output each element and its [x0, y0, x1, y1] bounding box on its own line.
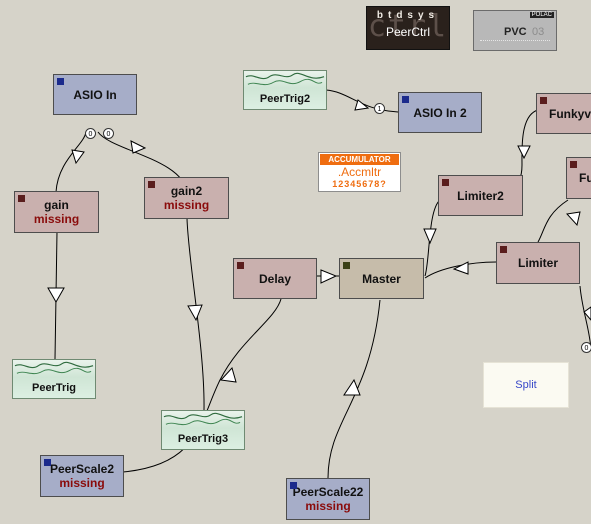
arrowhead-limiter-master	[452, 261, 469, 275]
node-limiter[interactable]: Limiter	[496, 242, 580, 284]
missing-status: missing	[305, 499, 351, 513]
peertrig-label: PeerTrig2	[259, 93, 311, 105]
arrowhead-fu	[566, 211, 581, 227]
node-label: Master	[362, 271, 401, 286]
wire-peertrig2-asio2	[325, 89, 399, 113]
node-label: PeerScale2	[49, 462, 115, 476]
node-led	[18, 195, 25, 202]
node-led	[442, 179, 449, 186]
node-gain2[interactable]: gain2 missing	[144, 177, 229, 219]
node-led	[57, 78, 64, 85]
pvc-widget[interactable]: POLAC PVC 03	[473, 10, 557, 51]
node-split[interactable]: Split	[483, 362, 569, 408]
node-peerscale2[interactable]: PeerScale2 missing	[40, 455, 124, 497]
node-led	[343, 262, 350, 269]
node-led	[402, 96, 409, 103]
node-label: gain	[44, 198, 69, 212]
arrowhead-peertrig	[47, 287, 65, 304]
node-label: Funkyve	[549, 106, 591, 121]
node-asio-in[interactable]: ASIO In	[53, 74, 137, 115]
node-peerscale22[interactable]: PeerScale22 missing	[286, 478, 370, 520]
peertrig-label: PeerTrig	[31, 382, 77, 394]
node-label: Split	[515, 379, 537, 391]
arrowhead-gain	[71, 149, 85, 165]
node-led	[570, 161, 577, 168]
node-funkyve[interactable]: Funkyve	[536, 93, 591, 134]
wire-gain-peertrig	[54, 231, 58, 360]
arrowhead-asio2	[354, 99, 370, 111]
port-indicator[interactable]: 0	[85, 128, 96, 139]
node-led	[290, 482, 297, 489]
arrowhead-peertrig3	[187, 304, 203, 322]
pvc-number: 03	[532, 26, 545, 38]
wire-limiter-right	[579, 285, 591, 351]
node-label: ASIO In 2	[413, 105, 467, 120]
node-delay[interactable]: Delay	[233, 258, 317, 299]
arrowhead-peerscale22-master	[343, 378, 361, 396]
node-label: PeerScale22	[292, 485, 364, 499]
arrowhead-funkyve	[517, 145, 531, 160]
node-label: Limiter	[517, 256, 558, 270]
node-peertrig[interactable]: PeerTrig	[12, 359, 96, 399]
port-indicator[interactable]: 1	[374, 103, 385, 114]
accumulator-header: ACCUMULATOR	[320, 154, 399, 165]
peerctrl-logo-text: ctrl	[367, 9, 449, 44]
peerctrl-label: PeerCtrl	[385, 25, 430, 39]
port-indicator[interactable]: 0	[581, 342, 591, 353]
pvc-label: PVC	[504, 26, 527, 38]
missing-status: missing	[59, 476, 105, 490]
arrowhead-limiter2-master	[423, 228, 437, 245]
node-led	[500, 246, 507, 253]
node-gain[interactable]: gain missing	[14, 191, 99, 233]
node-label: Limiter2	[457, 188, 504, 203]
peertrig-graphic	[245, 72, 325, 86]
arrowhead-gain2	[130, 140, 147, 154]
node-label: gain2	[170, 184, 203, 198]
arrowhead-peerscale2-delay	[219, 367, 237, 383]
wire-asio-gain	[55, 131, 87, 193]
node-label: Delay	[258, 271, 292, 286]
node-fu[interactable]: Fu	[566, 157, 591, 199]
node-limiter2[interactable]: Limiter2	[438, 175, 523, 216]
arrowhead-delay-master	[320, 269, 338, 284]
node-label: Fu	[579, 171, 591, 185]
wire-gain2-peertrig3	[186, 217, 205, 411]
node-led	[237, 262, 244, 269]
wire-limiter-master	[424, 261, 497, 279]
peertrig-graphic	[163, 412, 243, 426]
pvc-tag: POLAC	[529, 12, 554, 18]
node-asio-in-2[interactable]: ASIO In 2	[398, 92, 482, 133]
node-led	[148, 181, 155, 188]
pvc-divider	[480, 40, 550, 41]
wire-funkyve-limiter2	[509, 109, 539, 186]
peerctrl-brand: btdsys	[376, 10, 440, 21]
node-label: ASIO In	[73, 87, 117, 102]
port-indicator[interactable]: 0	[103, 128, 114, 139]
peertrig-label: PeerTrig3	[177, 433, 229, 445]
missing-status: missing	[33, 212, 80, 226]
peertrig-graphic	[14, 361, 94, 375]
wire-fu-limiter	[537, 199, 569, 243]
node-peertrig3[interactable]: PeerTrig3	[161, 410, 245, 450]
accumulator-name: .Accmltr	[337, 165, 382, 179]
wire-peerscale22-master	[327, 299, 381, 479]
accumulator-digits: 12345678?	[332, 179, 387, 189]
peerctrl-widget[interactable]: ctrl btdsys PeerCtrl	[366, 6, 450, 50]
missing-status: missing	[163, 198, 210, 212]
node-peertrig2[interactable]: PeerTrig2	[243, 70, 327, 110]
node-led	[540, 97, 547, 104]
arrowhead-right	[583, 306, 591, 321]
accumulator-widget[interactable]: ACCUMULATOR .Accmltr 12345678?	[318, 152, 401, 192]
node-master[interactable]: Master	[339, 258, 424, 299]
node-led	[44, 459, 51, 466]
